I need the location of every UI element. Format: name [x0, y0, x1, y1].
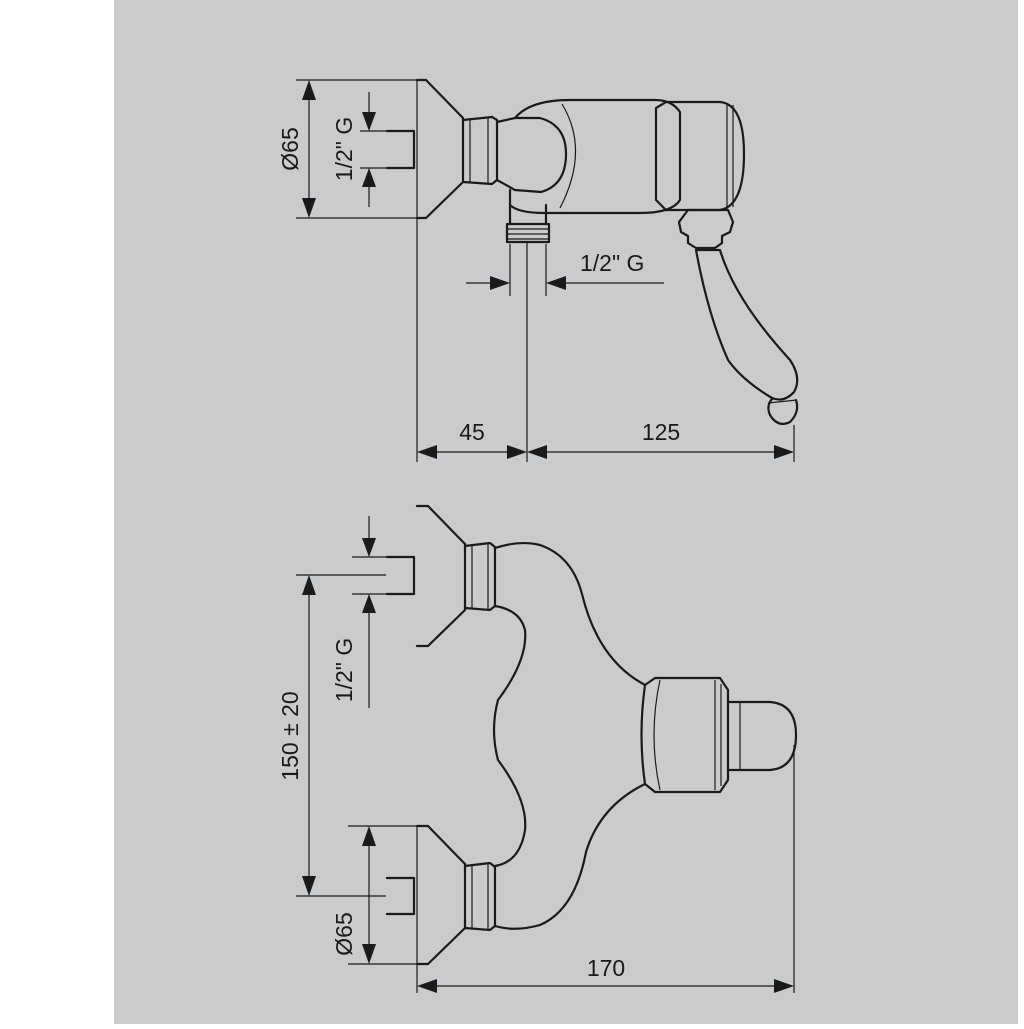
top-lower-stub	[385, 876, 416, 916]
top-dim-width: 170	[587, 955, 625, 981]
side-connector	[495, 116, 568, 194]
side-body	[508, 98, 682, 215]
top-body-outline	[492, 541, 647, 930]
top-upper-nut	[463, 541, 497, 612]
side-inlet-stub	[385, 129, 416, 170]
top-upper-flange	[415, 504, 467, 648]
top-cartridge	[640, 676, 730, 794]
top-dim-thread: 1/2" G	[331, 638, 357, 702]
top-lower-flange	[415, 824, 467, 966]
top-knob	[726, 700, 798, 772]
side-nut	[461, 115, 499, 186]
side-outlet-thread	[505, 222, 551, 244]
side-dim-diameter: Ø65	[277, 127, 303, 170]
top-dim-diameter: Ø65	[331, 912, 357, 955]
top-dim-spacing: 150 ± 20	[277, 691, 303, 780]
top-view: 1/2" G 150 ± 20 Ø65 170	[277, 504, 798, 993]
side-flange	[415, 78, 465, 220]
side-dim-depth: 45	[459, 419, 485, 445]
side-view: Ø65 1/2" G 1/2" G 45 125	[277, 78, 799, 462]
side-dim-thread-inlet: 1/2" G	[331, 117, 357, 181]
top-upper-stub	[385, 555, 416, 596]
side-dim-thread-outlet: 1/2" G	[580, 250, 644, 276]
side-lever-tip	[767, 397, 799, 425]
drawing-background	[114, 0, 1018, 1024]
side-lever-collar	[677, 208, 735, 250]
side-dim-lever: 125	[642, 419, 680, 445]
side-lever-handle	[694, 248, 799, 401]
top-lower-nut	[463, 861, 497, 932]
